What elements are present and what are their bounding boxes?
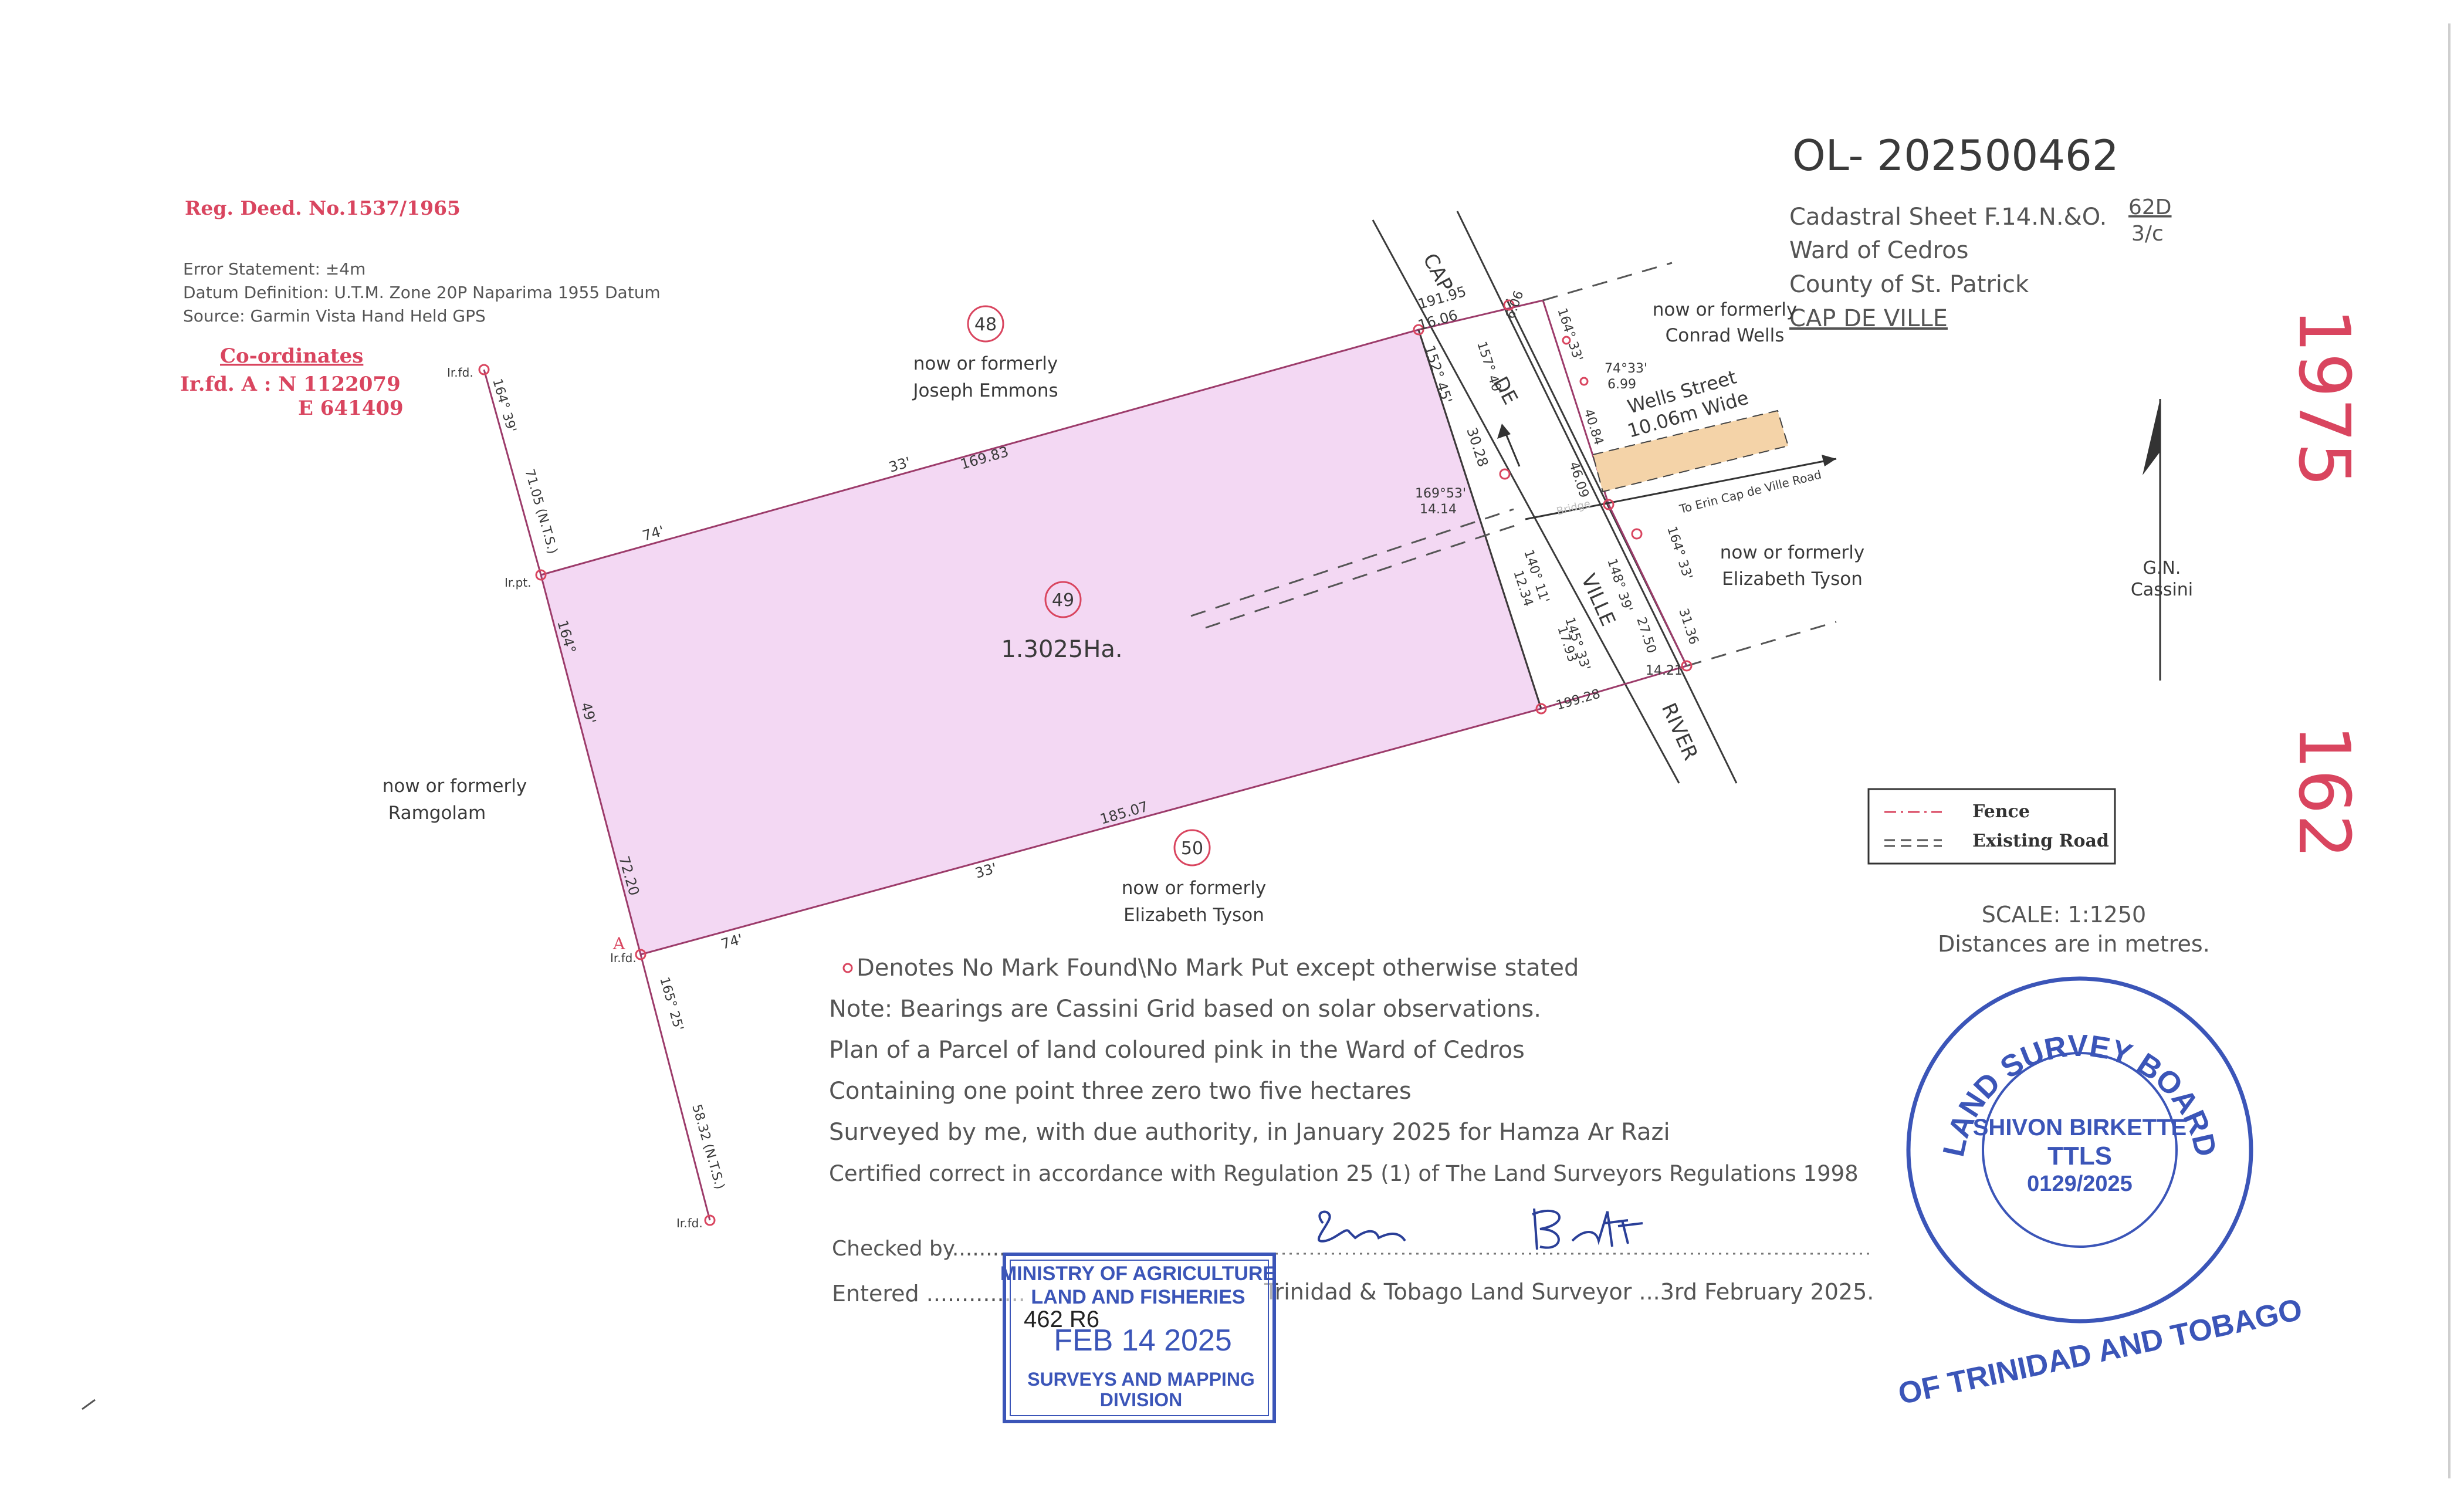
county: County of St. Patrick <box>1789 271 2029 298</box>
seal-name: SHIVON BIRKETTE <box>1973 1115 2187 1140</box>
note-surveyed: Surveyed by me, with due authority, in J… <box>829 1119 1670 1146</box>
stray-mark <box>82 1399 96 1410</box>
north-cassini: Cassini <box>2131 580 2193 600</box>
note-plan: Plan of a Parcel of land coloured pink i… <box>829 1037 1525 1064</box>
scale-units: Distances are in metres. <box>1938 931 2210 957</box>
sheet-denominator: 3/c <box>2131 222 2164 246</box>
erin-road-arrowhead <box>1822 455 1836 466</box>
owner-ne-prefix: now or formerly <box>1653 299 1797 320</box>
legend-box <box>1867 788 2116 865</box>
seal-ring-bottom: OF TRINIDAD AND TOBAGO <box>1896 1292 2306 1412</box>
side-number-top: 1975 <box>2283 308 2364 487</box>
brg-7433: 74°33' <box>1605 361 1647 376</box>
owner-50-name: Elizabeth Tyson <box>1123 905 1264 926</box>
note-bearings: Note: Bearings are Cassini Grid based on… <box>829 996 1541 1023</box>
iron-found-nw: Ir.fd. <box>447 365 473 380</box>
existing-road-lines <box>1190 262 1837 667</box>
dist-3136: 31.36 <box>1676 607 1701 647</box>
note-no-mark: Denotes No Mark Found\No Mark Put except… <box>857 955 1579 981</box>
seal-title: TTLS <box>2047 1142 2112 1170</box>
brg-16953: 169°53' <box>1415 486 1466 501</box>
dist-1421: 14.21 <box>1646 664 1683 678</box>
stamp-line-3: SURVEYS AND MAPPING <box>1027 1369 1255 1390</box>
ward: Ward of Cedros <box>1789 237 1968 264</box>
erin-road-line <box>1525 458 1837 520</box>
reg-deed: Reg. Deed. No.1537/1965 <box>185 197 461 219</box>
north-gn: G.N. <box>2143 558 2181 578</box>
parcel-number-circles <box>967 305 1211 867</box>
dist-699: 6.99 <box>1607 377 1636 392</box>
iron-pipe-w: Ir.pt. <box>505 576 532 590</box>
note-certified: Certified correct in accordance with Reg… <box>829 1161 1859 1186</box>
parcel-49-number: 49 <box>1052 590 1074 611</box>
error-statement: Error Statement: ±4m <box>183 259 365 279</box>
parcel-area: 1.3025Ha. <box>1001 636 1122 663</box>
north-arrow <box>2143 399 2161 681</box>
bridge-label: Bridge <box>1555 497 1592 518</box>
coordinates-heading: Co-ordinates <box>220 344 363 368</box>
dist-7105: 71.05 (N.T.S.) <box>522 468 560 556</box>
stamp-date: FEB 14 2025 <box>1054 1324 1232 1358</box>
iron-found-s: Ir.fd. <box>676 1216 703 1230</box>
point-a-label: A <box>612 934 625 953</box>
owner-west-name: Ramgolam <box>388 803 486 824</box>
place-name: CAP DE VILLE <box>1789 305 1948 332</box>
brg-165: 165° 25' <box>656 976 686 1033</box>
iron-found-a: Ir.fd. <box>610 951 637 965</box>
scale-ratio: SCALE: 1:1250 <box>1982 902 2146 928</box>
side-number-bottom: 162 <box>2283 725 2364 859</box>
owner-ne-name: Conrad Wells <box>1666 325 1785 346</box>
owner-se-name: Elizabeth Tyson <box>1722 568 1863 590</box>
stamp-handwritten: 462 R6 <box>1024 1307 1099 1332</box>
dist-19928: 199.28 <box>1555 687 1602 713</box>
note-containing: Containing one point three zero two five… <box>829 1078 1412 1105</box>
owner-west-prefix: now or formerly <box>383 776 527 797</box>
brg-164b: 164° 33' <box>1664 524 1695 581</box>
parcel-48-number: 48 <box>974 314 997 335</box>
owner-48-name: Joseph Emmons <box>912 380 1058 401</box>
coordinates-east: E 641409 <box>298 397 404 420</box>
file-reference: OL- 202500462 <box>1792 131 2119 180</box>
dist-2750: 27.50 <box>1633 615 1659 655</box>
brg-74b: 74' <box>719 931 744 953</box>
surveyor-title-date: Trinidad & Tobago Land Surveyor ...3rd F… <box>1264 1279 1874 1305</box>
owner-48-prefix: now or formerly <box>913 353 1058 374</box>
datum-definition: Datum Definition: U.T.M. Zone 20P Napari… <box>183 283 661 302</box>
entered-by: Entered .............. <box>832 1281 1025 1307</box>
brg-164a: 164° 33' <box>1554 306 1585 363</box>
sheet-numerator: 62D <box>2128 195 2172 219</box>
outer-boundary-lines <box>483 369 711 1221</box>
surveyor-seal <box>1906 976 2253 1324</box>
brg-157: 157° 40' <box>1474 340 1505 397</box>
owner-50-prefix: now or formerly <box>1122 878 1266 899</box>
legend-road: Existing Road <box>1972 831 2109 851</box>
checked-by: Checked by.......... <box>832 1237 1019 1261</box>
stamp-line-4: DIVISION <box>1100 1389 1182 1410</box>
surveyor-signature <box>1317 1208 1643 1250</box>
seal-number: 0129/2025 <box>2027 1172 2133 1196</box>
no-mark-symbol <box>842 963 853 973</box>
cadastral-sheet: Cadastral Sheet F.14.N.&O. <box>1789 204 2107 231</box>
dist-1414: 14.14 <box>1420 502 1457 517</box>
owner-se-prefix: now or formerly <box>1720 542 1864 563</box>
stamp-line-1: MINISTRY OF AGRICULTURE <box>1000 1263 1276 1285</box>
stamp-line-2: LAND AND FISHERIES <box>1031 1286 1245 1308</box>
survey-marks <box>478 299 1693 1226</box>
road-arrowhead <box>1497 424 1511 439</box>
wells-street-area <box>1592 409 1789 493</box>
legend-fence: Fence <box>1972 801 2030 822</box>
coordinates-north: Ir.fd. A : N 1122079 <box>180 373 401 396</box>
parcel-50-number: 50 <box>1181 838 1203 859</box>
ministry-stamp <box>1003 1253 1276 1423</box>
gps-source: Source: Garmin Vista Hand Held GPS <box>183 306 486 326</box>
road-direction-arrow <box>1504 431 1521 467</box>
dist-5832: 58.32 (N.T.S.) <box>689 1103 727 1191</box>
